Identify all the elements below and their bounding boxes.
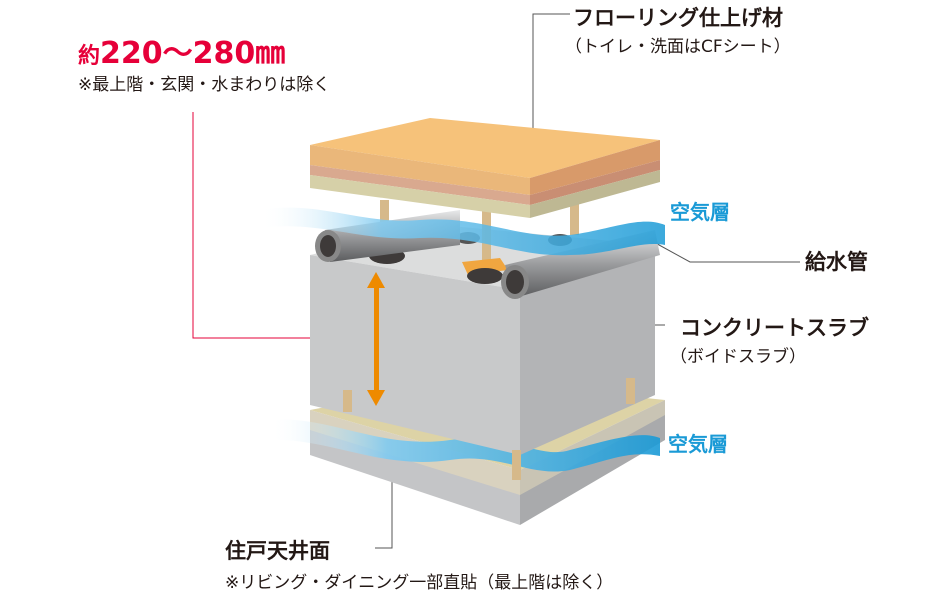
height-arrow [367,272,385,406]
water-pipe-leader-line [649,239,800,263]
slab-note: （ボイドスラブ） [670,347,806,367]
thickness-value: 220〜280㎜ [100,36,286,71]
ceiling-leader-line [375,480,393,549]
air-layer-top-label: 空気層 [670,200,730,224]
water-pipe-label: 給水管 [805,250,868,274]
thickness-label: 約220〜280㎜ [78,28,285,72]
ceiling-supports [343,378,635,480]
slab-title: コンクリートスラブ [680,316,869,340]
flooring-leader-line [532,13,570,148]
ceiling-title: 住戸天井面 [225,539,330,563]
flooring-layers [310,118,660,218]
flooring-title: フローリング仕上げ材 [573,6,783,30]
thickness-note: ※最上階・玄関・水まわりは除く [78,75,331,95]
ceiling-note: ※リビング・ダイニング一部直貼（最上階は除く） [225,573,614,593]
flooring-note: （トイレ・洗面はCFシート） [565,37,791,57]
air-layer-bottom-label: 空気層 [668,432,728,456]
thickness-prefix: 約 [78,44,101,69]
air-flow-top [260,207,665,256]
air-flow-bottom [270,419,660,472]
